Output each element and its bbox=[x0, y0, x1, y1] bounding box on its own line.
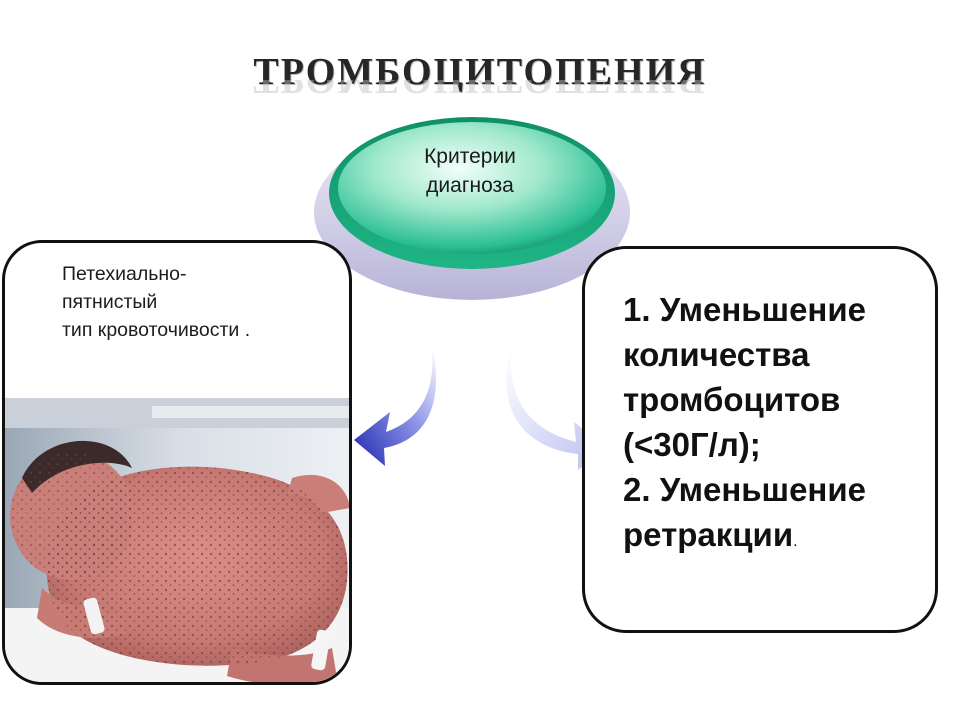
left-panel: Петехиально- пятнистый тип кровоточивост… bbox=[2, 240, 352, 685]
criteria-line-1: Критерии bbox=[424, 145, 516, 168]
arrow-left-icon bbox=[354, 346, 437, 466]
criteria-line: тромбоцитов bbox=[623, 381, 841, 418]
slide-title: ТРОМБОЦИТОПЕНИЯ bbox=[253, 51, 707, 93]
bleeding-type-text: Петехиально- пятнистый тип кровоточивост… bbox=[62, 263, 251, 341]
criteria-list: 1. Уменьшение количества тромбоцитов (<3… bbox=[623, 287, 933, 564]
criteria-line: 1. Уменьшение bbox=[623, 291, 866, 328]
trailing-dot: . bbox=[793, 533, 798, 550]
criteria-line: 2. Уменьшение bbox=[623, 471, 866, 508]
criteria-line-2: диагноза bbox=[426, 174, 514, 197]
right-panel: 1. Уменьшение количества тромбоцитов (<3… bbox=[582, 246, 938, 633]
criteria-line-last: ретракции. bbox=[623, 512, 933, 564]
criteria-line: количества bbox=[623, 336, 810, 373]
criteria-line: (<30Г/л); bbox=[623, 426, 761, 463]
criteria-oval bbox=[329, 117, 615, 269]
criteria-line: ретракции bbox=[623, 516, 794, 553]
criteria-oval-label: Критерии диагноза bbox=[400, 142, 540, 200]
slide-title-area: ТРОМБОЦИТОПЕНИЯ ТРОМБОЦИТОПЕНИЯ bbox=[0, 50, 960, 102]
infant-rash-photo bbox=[5, 398, 349, 682]
